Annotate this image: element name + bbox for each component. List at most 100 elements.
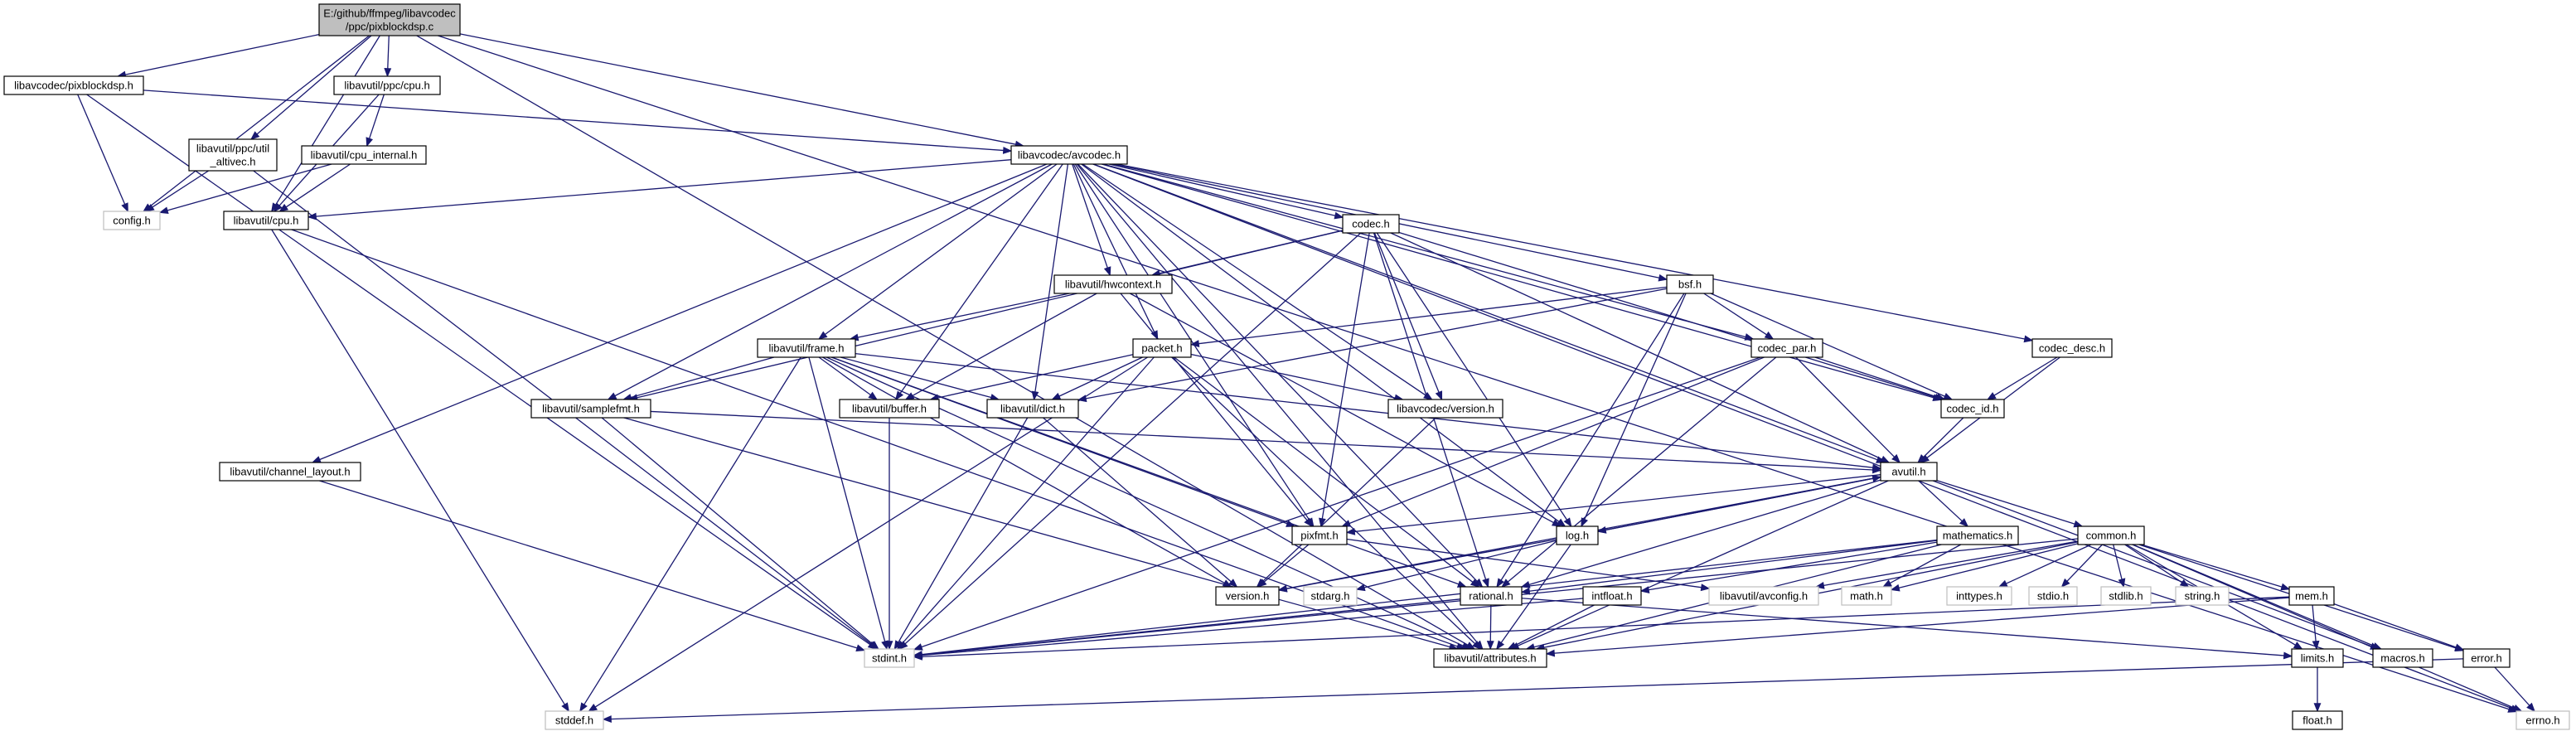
node-errno-h[interactable]: errno.h	[2515, 710, 2570, 730]
edge-hwcontext_h-to-frame_h	[849, 293, 1070, 341]
node-avutil-h[interactable]: avutil.h	[1880, 462, 1938, 482]
node-box	[1556, 525, 1599, 545]
edge-frame_h-to-rational_h	[831, 356, 1467, 588]
node-attributes-h[interactable]: libavutil/attributes.h	[1433, 648, 1547, 668]
edge-line	[650, 410, 1875, 471]
edge-bsf_h-to-log_h	[1581, 293, 1687, 528]
node-packet-h[interactable]: packet.h	[1132, 338, 1192, 358]
node-box	[1291, 525, 1348, 545]
edge-line	[274, 35, 380, 206]
node-label: libavcodec/version.h	[1397, 403, 1494, 415]
edge-arrowhead	[588, 704, 598, 712]
node-limits-h[interactable]: limits.h	[2291, 648, 2344, 668]
edge-arrowhead	[1474, 578, 1484, 588]
edge-codec_id_h-to-avutil_h	[1917, 417, 1964, 463]
edge-arrowhead	[1943, 392, 1954, 400]
edge-arrowhead	[384, 68, 392, 78]
node-cpu-h[interactable]: libavutil/cpu.h	[223, 211, 309, 230]
node-error-h[interactable]: error.h	[2462, 648, 2511, 668]
edge-log_h-to-attributes_h	[1496, 544, 1571, 651]
edge-line	[1072, 163, 1109, 269]
node-hwcontext-h[interactable]: libavutil/hwcontext.h	[1053, 274, 1173, 294]
edge-arrowhead	[1002, 146, 1013, 154]
edge-arrowhead	[1501, 579, 1511, 588]
node-string-h[interactable]: string.h	[2175, 586, 2230, 606]
node-inttypes-h[interactable]: inttypes.h	[1946, 586, 2012, 606]
edge-line	[123, 33, 320, 76]
node-stdlib-h[interactable]: stdlib.h	[2100, 586, 2152, 606]
node-codec-par-h[interactable]: codec_par.h	[1750, 338, 1823, 358]
edge-arrowhead	[273, 202, 283, 213]
edge-arrowhead	[1496, 640, 1505, 651]
edge-common_h-to-math_h	[1890, 543, 2079, 592]
node-log-h[interactable]: log.h	[1556, 525, 1599, 545]
node-macros-h[interactable]: macros.h	[2372, 648, 2433, 668]
edge-line	[1262, 544, 1310, 583]
node-pixblockdsp-h[interactable]: libavcodec/pixblockdsp.h	[3, 75, 144, 95]
node-common-h[interactable]: common.h	[2077, 525, 2145, 545]
node-channel-layout-h[interactable]: libavutil/channel_layout.h	[219, 462, 361, 482]
edge-line	[2113, 544, 2123, 581]
node-stdio-h[interactable]: stdio.h	[2028, 586, 2078, 606]
node-ppc-cpu-h[interactable]: libavutil/ppc/cpu.h	[333, 75, 441, 95]
node-codec-desc-h[interactable]: codec_desc.h	[2031, 338, 2113, 358]
node-root: E:/github/ffmpeg/libavcodec/ppc/pixblock…	[318, 3, 461, 36]
node-config-h[interactable]: config.h	[103, 211, 161, 230]
node-label: libavutil/ppc/cpu.h	[344, 80, 429, 92]
edge-line	[898, 163, 1063, 395]
edge-mem_h-to-error_h	[2333, 603, 2465, 651]
edge-avutil_h-to-mathematics_h	[1918, 480, 1969, 527]
node-stdint-h[interactable]: stdint.h	[864, 648, 915, 668]
node-rational-h[interactable]: rational.h	[1460, 586, 1523, 606]
node-util-altivec-h[interactable]: libavutil/ppc/util_altivec.h	[188, 138, 278, 172]
node-mem-h[interactable]: mem.h	[2288, 586, 2335, 606]
node-lavc-version-h[interactable]: libavcodec/version.h	[1387, 399, 1503, 419]
node-intfloat-h[interactable]: intfloat.h	[1582, 586, 1642, 606]
edge-line	[1888, 544, 1962, 584]
edge-line	[583, 356, 801, 706]
edge-arrowhead	[1496, 578, 1505, 588]
edge-cpu_h-to-attributes_h	[291, 229, 1466, 650]
node-pixfmt-h[interactable]: pixfmt.h	[1291, 525, 1348, 545]
edge-line	[623, 417, 1451, 648]
node-stdarg-h[interactable]: stdarg.h	[1303, 586, 1358, 606]
node-cpu-internal-h[interactable]: libavutil/cpu_internal.h	[301, 145, 427, 165]
edge-codec_desc_h-to-codec_id_h	[1986, 356, 2058, 400]
edge-line	[903, 232, 1362, 646]
node-buffer-h[interactable]: libavutil/buffer.h	[839, 399, 940, 419]
node-float-h[interactable]: float.h	[2292, 710, 2343, 730]
node-mathematics-h[interactable]: mathematics.h	[1936, 525, 2019, 545]
node-codec-id-h[interactable]: codec_id.h	[1940, 399, 2005, 419]
edge-bsf_h-to-packet_h	[1189, 286, 1668, 348]
node-avconfig-h[interactable]: libavutil/avconfig.h	[1708, 586, 1819, 606]
node-label: _altivec.h	[210, 156, 256, 168]
edge-avcodec_h-to-errno_h	[1092, 163, 2520, 712]
node-label: libavutil/ppc/util	[196, 143, 269, 155]
edge-arrowhead	[1456, 580, 1467, 588]
edge-avcodec_h-to-codec_id_h	[1102, 163, 1943, 401]
edge-bsf_h-to-codec_par_h	[1703, 293, 1775, 340]
node-label: rational.h	[1469, 590, 1513, 603]
node-avcodec-h[interactable]: libavcodec/avcodec.h	[1010, 145, 1128, 165]
node-samplefmt-h[interactable]: libavutil/samplefmt.h	[530, 399, 651, 419]
edge-line	[1285, 538, 1557, 590]
node-frame-h[interactable]: libavutil/frame.h	[757, 338, 856, 358]
edge-avcodec_h-to-buffer_h	[895, 163, 1063, 401]
edge-arrowhead	[1319, 517, 1326, 528]
node-label: codec.h	[1352, 218, 1390, 230]
edge-arrowhead	[2313, 703, 2322, 713]
node-label: codec_par.h	[1758, 342, 1817, 355]
edge-line	[143, 90, 1005, 152]
node-version-h[interactable]: version.h	[1215, 586, 1280, 606]
node-math-h[interactable]: math.h	[1841, 586, 1892, 606]
edge-line	[284, 163, 351, 209]
edge-avutil_h-to-pixfmt_h	[1345, 474, 1881, 535]
edge-avcodec_h-to-codec_desc_h	[1116, 163, 2034, 343]
edge-arrowhead	[817, 331, 828, 340]
edge-line	[1822, 540, 2079, 587]
node-codec-h[interactable]: codec.h	[1342, 214, 1400, 234]
node-bsf-h[interactable]: bsf.h	[1666, 274, 1714, 294]
edge-arrowhead	[158, 206, 169, 215]
node-dict-h[interactable]: libavutil/dict.h	[986, 399, 1079, 419]
node-stddef-h[interactable]: stddef.h	[545, 710, 604, 730]
